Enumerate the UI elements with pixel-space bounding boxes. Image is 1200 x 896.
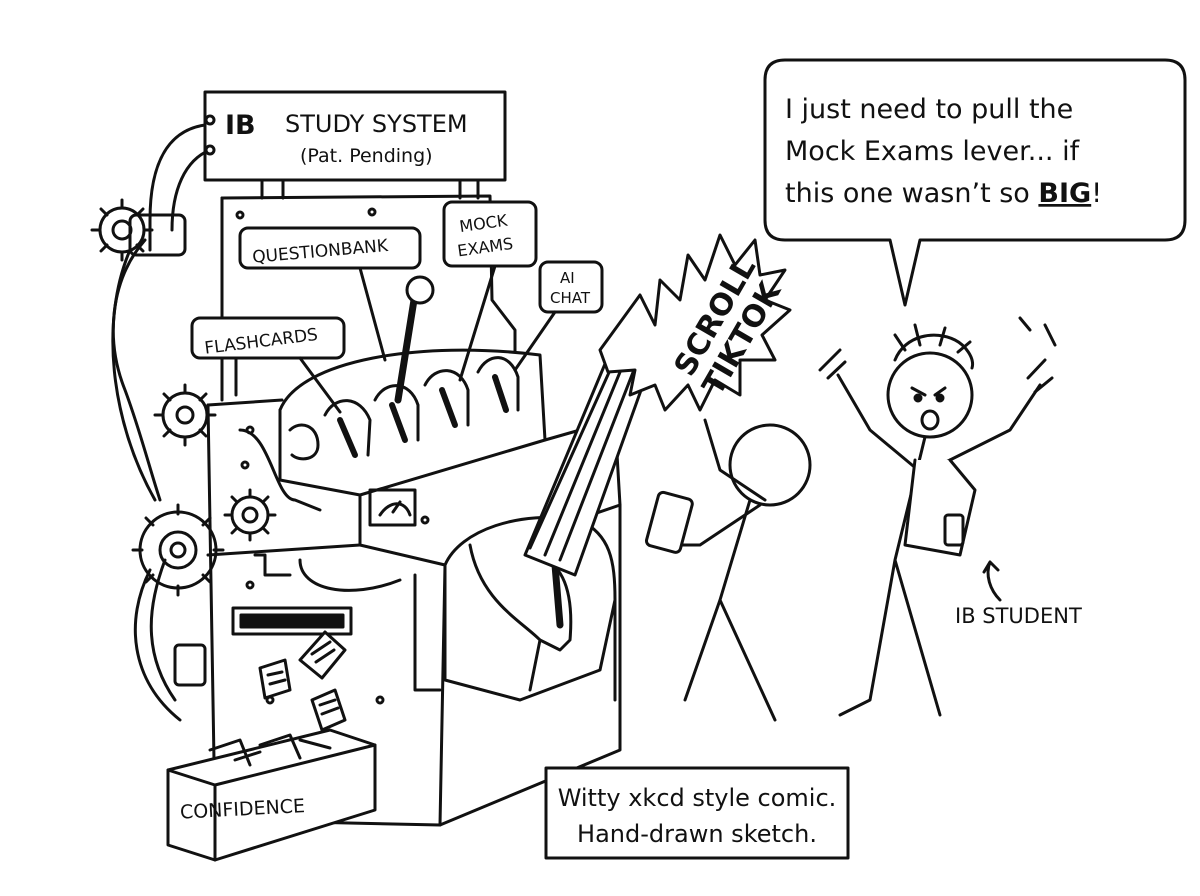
speech-line3-prefix: this one wasn’t so: [785, 178, 1038, 209]
caption-box: [544, 766, 850, 860]
speech-line1: I just need to pull the: [785, 94, 1073, 125]
lever-housing: [278, 348, 547, 497]
machine-pipes: [111, 123, 212, 722]
machine-sign: [203, 90, 507, 200]
speech-bubble: [763, 58, 1187, 307]
giant-lever-arm[interactable]: [523, 338, 652, 577]
gear-icon: [223, 488, 277, 542]
speech-emphasis: BIG: [1038, 178, 1091, 209]
confidence-box: [166, 728, 377, 862]
caption-line2: Hand-drawn sketch.: [577, 820, 817, 848]
gear-icon: [90, 198, 154, 262]
speech-line2: Mock Exams lever... if: [785, 136, 1081, 167]
label-ai-line1: AI: [560, 269, 575, 287]
label-ai-line2: CHAT: [550, 289, 591, 307]
speech-line3-suffix: !: [1091, 178, 1102, 209]
machine-subtitle: (Pat. Pending): [300, 145, 433, 167]
machine-title: STUDY SYSTEM: [285, 110, 468, 138]
friend-figure: [644, 418, 812, 722]
gear-icon: [131, 503, 225, 597]
lever-label-boxes: [190, 200, 604, 414]
gear-icon: [153, 383, 217, 447]
giant-lever-head[interactable]: [598, 233, 792, 412]
machine-title-ib: IB: [225, 110, 256, 141]
student-label: IB STUDENT: [955, 604, 1082, 628]
student-figure: [818, 316, 1057, 717]
paper-icon: [258, 630, 347, 732]
caption-line1: Witty xkcd style comic.: [558, 784, 837, 812]
output-slot: [231, 606, 353, 636]
machine-body: [206, 398, 622, 827]
lever-handle[interactable]: [394, 275, 435, 404]
student-pointer-arrow: [982, 560, 1002, 602]
speech-line3: this one wasn’t so BIG!: [785, 178, 1102, 209]
